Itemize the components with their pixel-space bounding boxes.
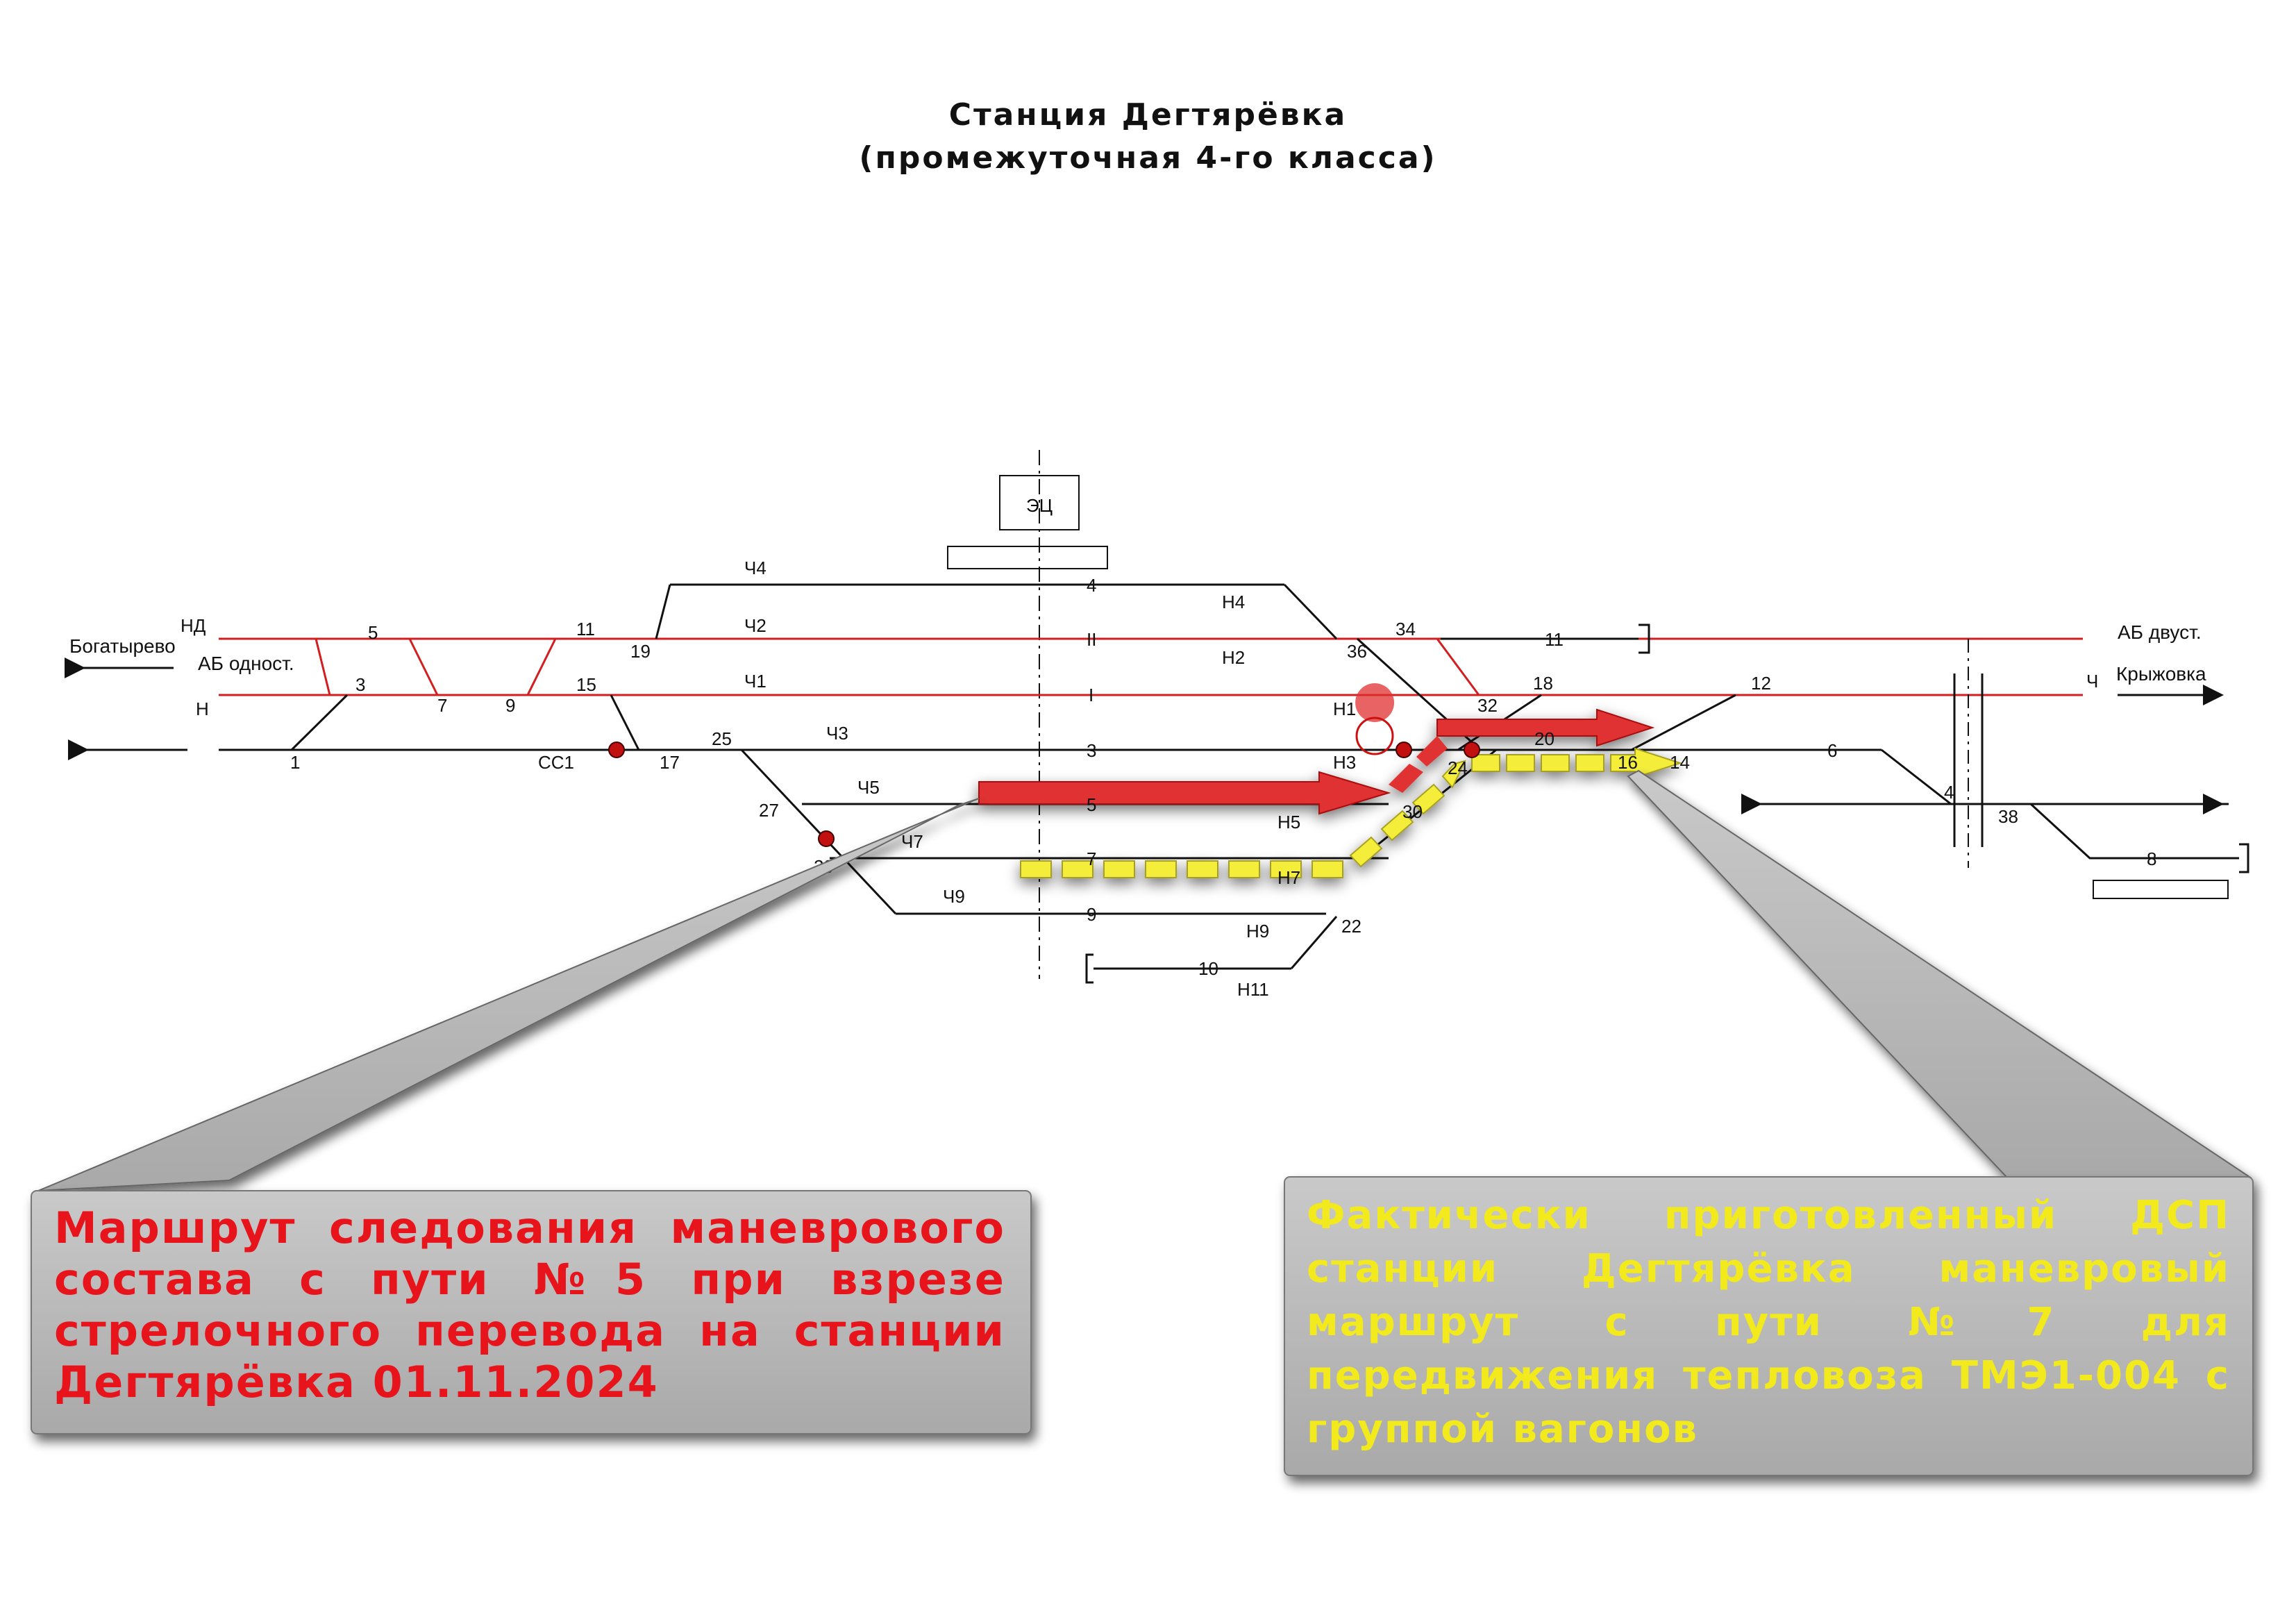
signal-n4: Н4	[1222, 592, 1245, 612]
fault-dot-icon	[1396, 742, 1412, 758]
signal-ch5: Ч5	[857, 777, 880, 798]
switch-25: 25	[712, 728, 732, 749]
switch-12: 12	[1751, 673, 1771, 694]
switch-36: 36	[1347, 641, 1367, 662]
station-kryzhovka: Крыжовка	[2116, 663, 2206, 685]
signal-n7: Н7	[1277, 867, 1300, 888]
signal-n2: Н2	[1222, 647, 1245, 668]
signal-n1: Н1	[1333, 698, 1356, 719]
track-10-label: 10	[1198, 958, 1218, 979]
direction-arrows	[65, 658, 2224, 814]
signal-ch1: Ч1	[744, 671, 766, 692]
switch-7: 7	[437, 695, 447, 716]
track-11-label: 11	[1545, 629, 1564, 650]
switch-34: 34	[1396, 619, 1416, 639]
signal-ch9: Ч9	[943, 886, 965, 907]
switch-32: 32	[1477, 695, 1498, 716]
track-II-label: II	[1087, 629, 1096, 650]
station-names: Богатырево АБ одност. АБ двуст. Крыжовка	[69, 621, 2206, 685]
block-single-label: АБ одност.	[198, 653, 294, 674]
callout-yellow-box	[1284, 1176, 2254, 1476]
signal-n: Н	[196, 698, 209, 719]
track-I-label: I	[1089, 685, 1093, 705]
track-3-label: 3	[1087, 740, 1096, 761]
signal-nd: НД	[181, 615, 206, 636]
switch-38: 38	[1998, 806, 2018, 827]
callout-yellow-pointer	[1627, 769, 2252, 1178]
track-6-label: 6	[1827, 740, 1837, 761]
signal-ch2: Ч2	[744, 615, 766, 636]
signal-labels: Ч4 Ч2 Ч1 Ч3 Ч5 Ч7 Ч9 Н4 Н2 Н1 Н3 Н5 Н7 Н…	[181, 558, 2098, 1000]
platform-east-rect	[2093, 880, 2229, 899]
yard-tracks	[83, 583, 2239, 970]
platform-rect	[947, 546, 1108, 569]
switch-18: 18	[1533, 673, 1553, 694]
station-bogatyrevo: Богатырево	[69, 635, 176, 657]
track-labels: 4 II I 3 5 7 9 10 11 6 8	[1087, 575, 2156, 979]
main-tracks	[219, 637, 2083, 696]
title-line-1: Станция Дегтярёвка	[948, 97, 1348, 133]
track-4-label: 4	[1087, 575, 1096, 596]
track-9-label: 9	[1087, 904, 1096, 925]
signal-n3: Н3	[1333, 752, 1356, 773]
signal-n11: Н11	[1237, 979, 1269, 1000]
switch-22: 22	[1341, 916, 1361, 937]
location-pin-icon	[1355, 683, 1395, 778]
track-8-label: 8	[2147, 848, 2156, 869]
switch-30: 30	[1402, 801, 1423, 822]
switch-24: 24	[1448, 757, 1468, 778]
signal-ch: Ч	[2086, 671, 2098, 692]
signal-n5: Н5	[1277, 812, 1300, 832]
callout-red-pointer	[37, 798, 980, 1191]
title-line-2: (промежуточная 4-го класса)	[859, 140, 1437, 176]
fault-dot-icon	[608, 742, 625, 758]
switch-9: 9	[505, 695, 515, 716]
switch-14: 14	[1670, 752, 1690, 773]
switch-19: 19	[630, 641, 651, 662]
signal-ch7: Ч7	[901, 831, 923, 852]
callout-red-text: Маршрут следования маневрового состава с…	[54, 1203, 1005, 1407]
switch-17: 17	[660, 752, 680, 773]
switch-3: 3	[355, 674, 365, 695]
block-double-label: АБ двуст.	[2118, 621, 2202, 643]
switch-11: 11	[576, 619, 595, 639]
red-markers	[608, 742, 1480, 847]
signal-ch4: Ч4	[744, 558, 766, 578]
switch-5: 5	[368, 622, 378, 643]
track-5-label: 5	[1087, 794, 1096, 815]
switch-16: 16	[1618, 752, 1638, 773]
signal-ss1: СС1	[538, 752, 574, 773]
fault-dot-icon	[818, 830, 835, 847]
buffer-stops	[1085, 623, 2249, 984]
callout-red-box	[31, 1190, 1032, 1434]
boundary-post	[1953, 639, 1984, 868]
track-8-line	[2029, 803, 2239, 860]
fault-dot-icon	[1464, 742, 1480, 758]
switch-15: 15	[576, 674, 596, 695]
callout-yellow-text: Фактически приготовленный ДСП станции Де…	[1307, 1193, 2230, 1452]
switch-4: 4	[1944, 782, 1954, 803]
ec-building: ЭЦ	[947, 475, 1108, 569]
route-red	[978, 708, 1655, 815]
signal-n9: Н9	[1246, 921, 1269, 941]
switch-27: 27	[759, 800, 779, 821]
switch-20: 20	[1534, 728, 1555, 749]
signal-ch3: Ч3	[826, 723, 848, 744]
switch-1: 1	[290, 752, 300, 773]
track-7-label: 7	[1087, 848, 1096, 869]
switch-labels: 1 3 5 7 9 11 15 17 19 25 27 29 36 34 32 …	[290, 619, 2018, 937]
route-yellow	[1020, 747, 1683, 878]
